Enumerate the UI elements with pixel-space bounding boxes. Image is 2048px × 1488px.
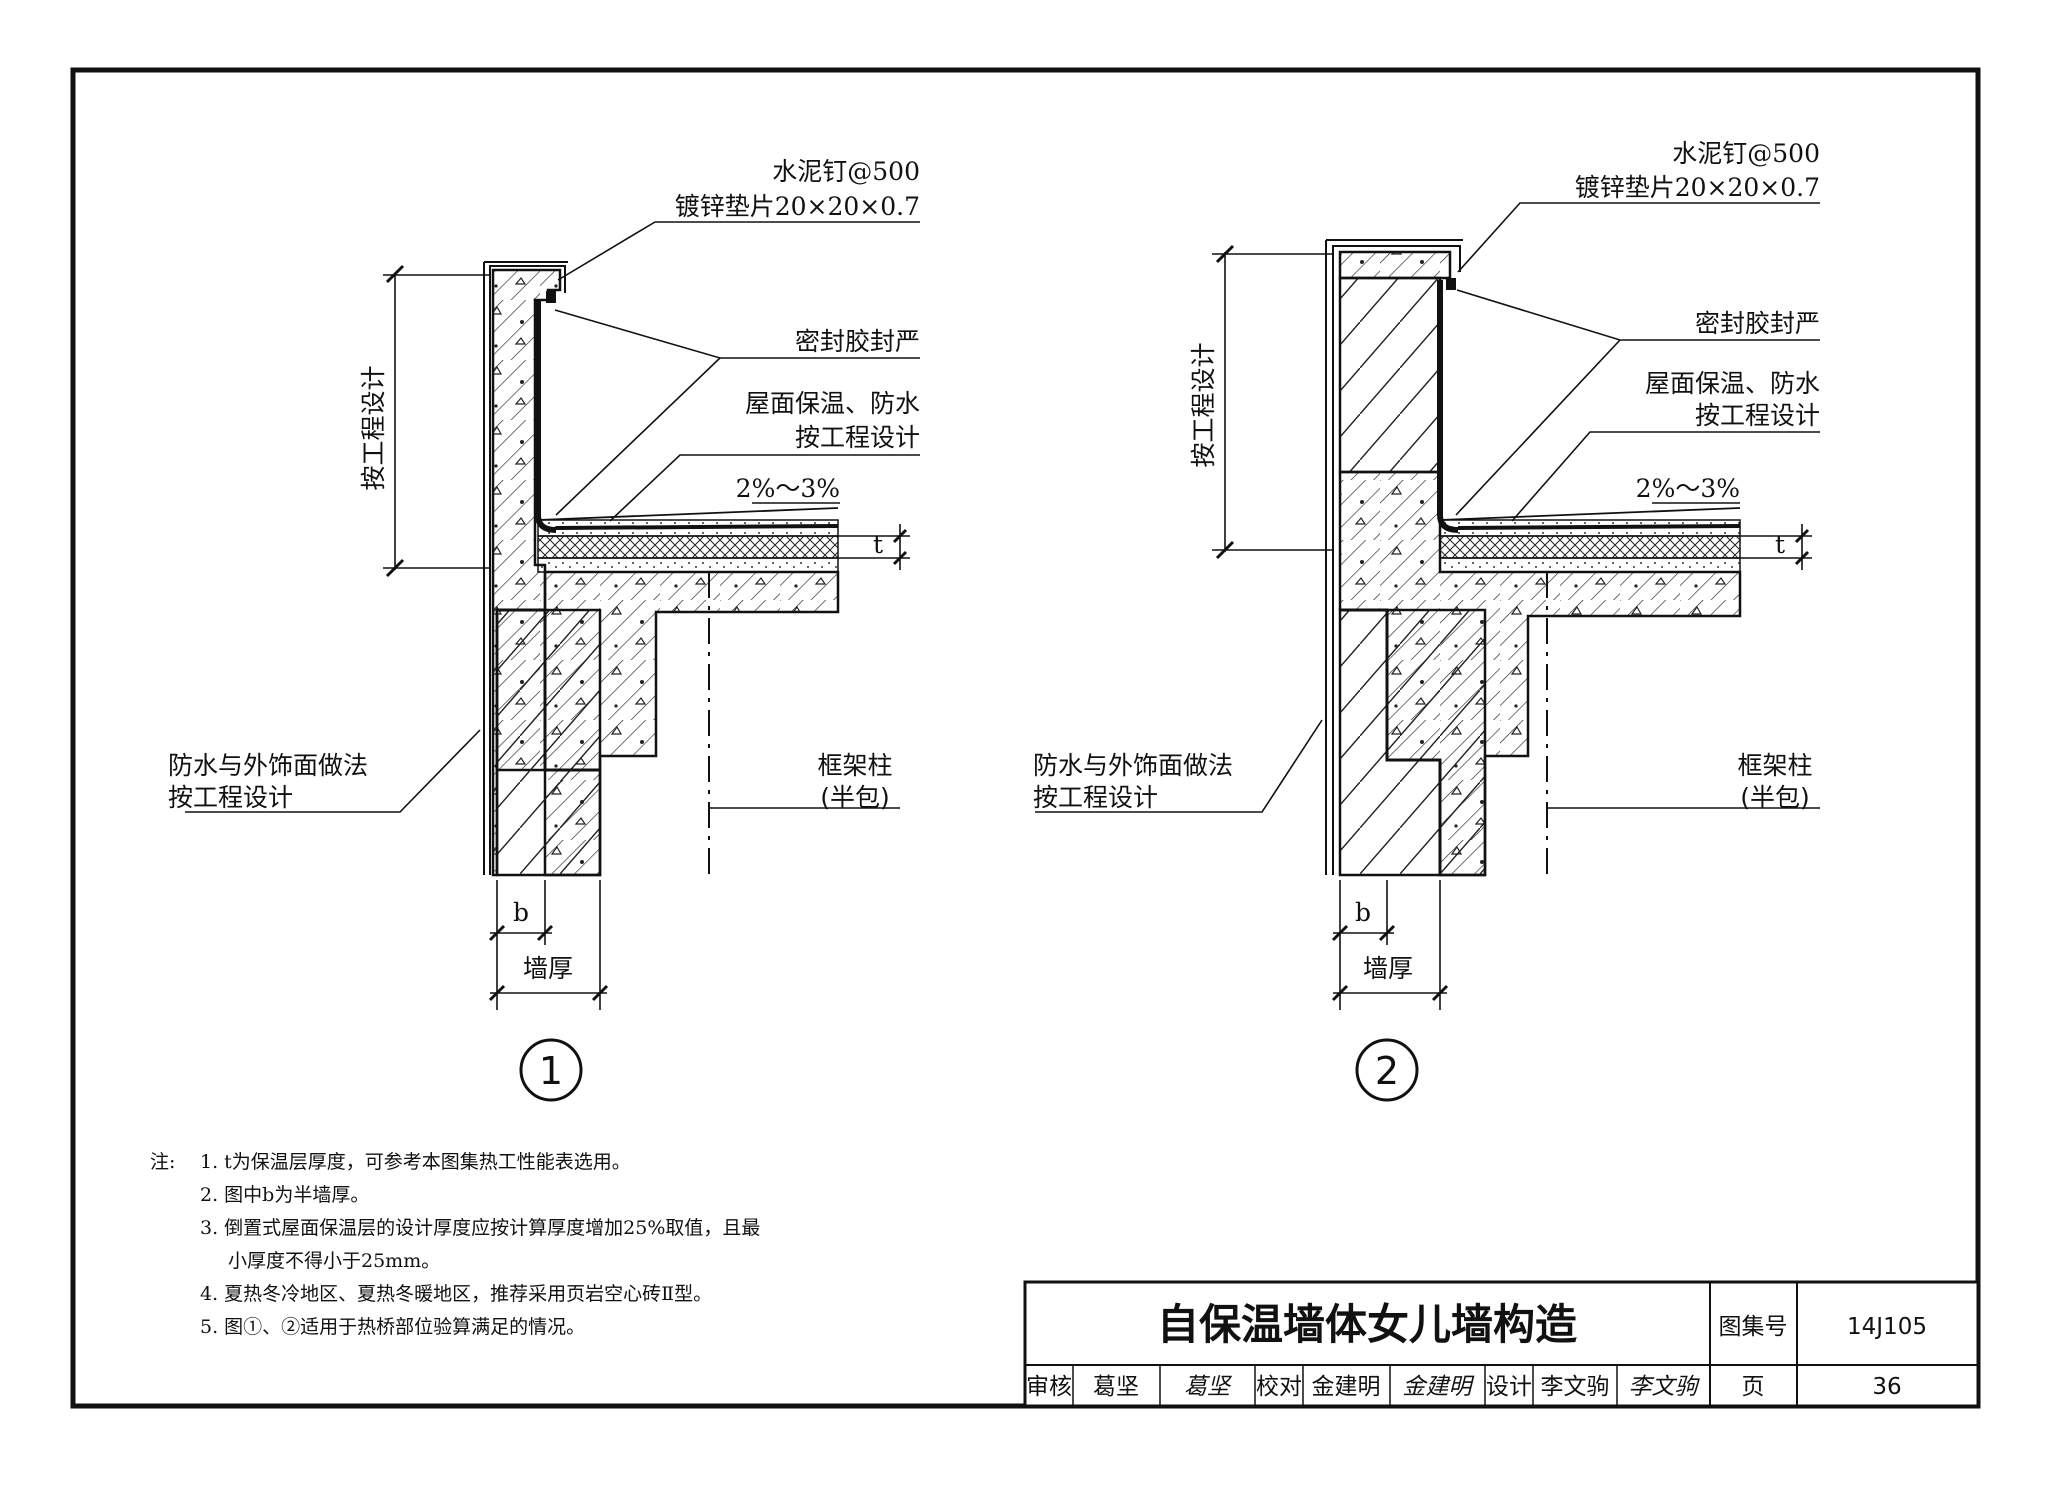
roof-label-line1-1: 屋面保温、防水 — [745, 389, 920, 418]
height-label-1: 按工程设计 — [359, 365, 388, 490]
drawing-title: 自保温墙体女儿墙构造 — [1157, 1300, 1577, 1349]
title-block: 自保温墙体女儿墙构造 图集号 14J105 审核 葛坚 葛坚 校对 金建明 金建… — [1023, 1280, 1980, 1408]
slope-label-1: 2%～3% — [736, 474, 840, 503]
column-label-line1-1: 框架柱 — [817, 751, 892, 780]
wall-label-1: 墙厚 — [523, 954, 573, 983]
review-label: 审核 — [1026, 1374, 1072, 1400]
note-5: 5. 图①、②适用于热桥部位验算满足的情况。 — [200, 1316, 585, 1338]
b-label-1: b — [513, 898, 529, 927]
column-label-line2-1: (半包) — [820, 783, 890, 812]
nail-label-2: 水泥钉@500 — [1672, 139, 1820, 168]
checker-name: 金建明 — [1312, 1374, 1381, 1400]
facing-label-line1-2: 防水与外饰面做法 — [1033, 751, 1233, 780]
checker-signature: 金建明 — [1403, 1374, 1475, 1400]
parapet-2 — [1338, 250, 1487, 877]
designer-name: 李文驹 — [1541, 1374, 1610, 1400]
note-2: 2. 图中b为半墙厚。 — [200, 1184, 369, 1206]
roof-label-line2-2: 按工程设计 — [1695, 401, 1820, 430]
nail-label-1: 水泥钉@500 — [772, 157, 920, 186]
height-label-2: 按工程设计 — [1189, 342, 1218, 467]
note-3: 3. 倒置式屋面保温层的设计厚度应按计算厚度增加25%取值，且最 — [200, 1217, 760, 1239]
thickness-label-1: t — [873, 530, 883, 559]
thickness-dimension-1 — [838, 524, 910, 570]
page-number: 36 — [1872, 1374, 1901, 1400]
roof-layers-2 — [1437, 278, 1741, 573]
slope-label-2: 2%～3% — [1636, 474, 1740, 503]
detail-number-circle-2 — [1355, 1038, 1419, 1102]
detail-number-1: 1 — [539, 1049, 563, 1093]
facing-label-line2-1: 按工程设计 — [168, 783, 293, 812]
reviewer-signature: 葛坚 — [1184, 1374, 1232, 1400]
detail-number-2: 2 — [1375, 1049, 1399, 1093]
parapet-1 — [491, 268, 602, 877]
facing-label-line1-1: 防水与外饰面做法 — [168, 751, 368, 780]
detail-number-circle-1 — [519, 1038, 583, 1102]
atlas-label: 图集号 — [1719, 1314, 1788, 1340]
washer-label-2: 镀锌垫片20×20×0.7 — [1575, 173, 1820, 202]
roof-label-line2-1: 按工程设计 — [795, 423, 920, 452]
roof-label-line1-2: 屋面保温、防水 — [1645, 369, 1820, 398]
wall-dimension-1 — [488, 880, 609, 1010]
b-label-2: b — [1355, 898, 1371, 927]
exterior-facing-2 — [1325, 239, 1463, 875]
reviewer-name: 葛坚 — [1093, 1374, 1139, 1400]
notes: 注: 1. t为保温层厚度，可参考本图集热工性能表选用。 2. 图中b为半墙厚。… — [150, 1151, 760, 1338]
sealant-label-2: 密封胶封严 — [1695, 309, 1820, 338]
leaders-1 — [185, 221, 920, 813]
design-label: 设计 — [1486, 1374, 1532, 1400]
roof-layers-1 — [535, 291, 839, 573]
thickness-dimension-2 — [1740, 524, 1812, 570]
column-label-line2-2: (半包) — [1740, 783, 1810, 812]
designer-signature: 李文驹 — [1629, 1374, 1701, 1400]
column-label-line1-2: 框架柱 — [1737, 751, 1812, 780]
height-dimension-1 — [383, 264, 490, 578]
notes-heading: 注: — [150, 1151, 175, 1173]
height-dimension-2 — [1212, 244, 1333, 560]
washer-label-1: 镀锌垫片20×20×0.7 — [675, 192, 920, 221]
facing-label-line2-2: 按工程设计 — [1033, 783, 1158, 812]
leaders-2 — [1035, 202, 1820, 813]
atlas-number: 14J105 — [1847, 1314, 1927, 1340]
wall-dimension-2 — [1331, 880, 1449, 1010]
note-1: 1. t为保温层厚度，可参考本图集热工性能表选用。 — [200, 1151, 631, 1173]
note-3-cont: 小厚度不得小于25mm。 — [228, 1250, 440, 1272]
page-label: 页 — [1742, 1374, 1765, 1400]
wall-label-2: 墙厚 — [1363, 954, 1413, 983]
note-4: 4. 夏热冬冷地区、夏热冬暖地区，推荐采用页岩空心砖Ⅱ型。 — [200, 1283, 712, 1305]
check-label: 校对 — [1256, 1374, 1302, 1400]
detail-1: 水泥钉@500 镀锌垫片20×20×0.7 密封胶封严 屋面保温、防水 按工程设… — [168, 157, 920, 1102]
thickness-label-2: t — [1775, 530, 1785, 559]
sealant-label-1: 密封胶封严 — [795, 327, 920, 356]
detail-2: 水泥钉@500 镀锌垫片20×20×0.7 密封胶封严 屋面保温、防水 按工程设… — [1033, 139, 1820, 1102]
